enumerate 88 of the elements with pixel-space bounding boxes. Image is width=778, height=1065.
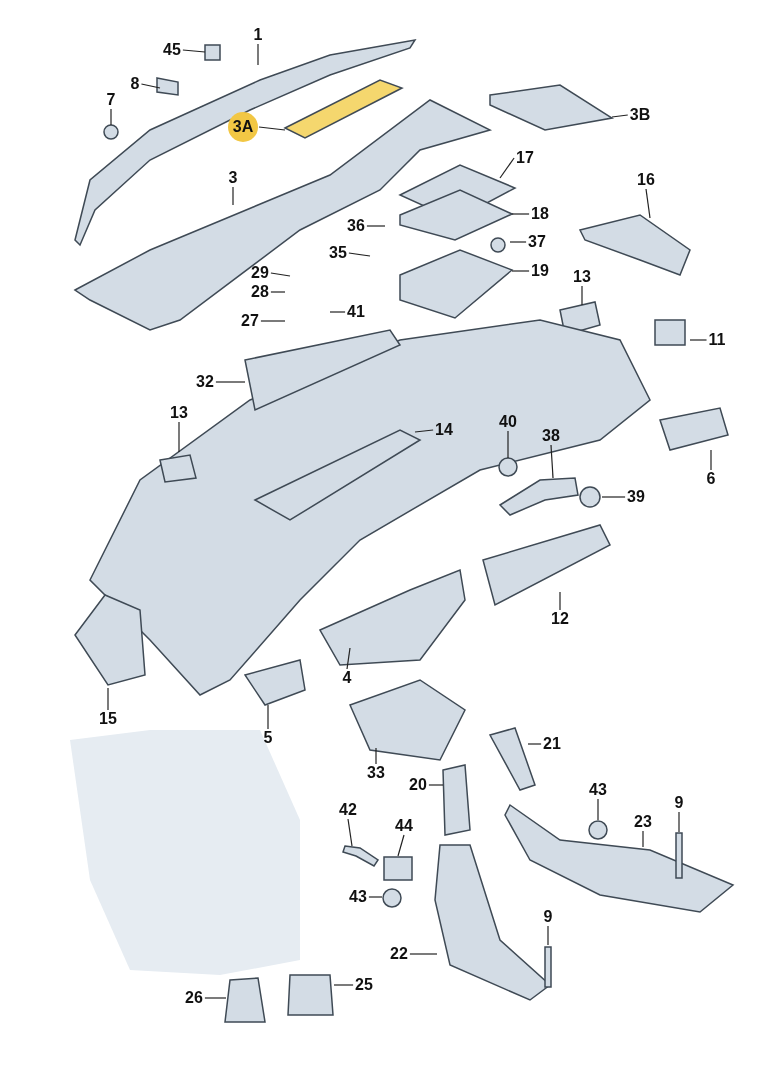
callout-number: 7 — [105, 91, 117, 109]
leader-line — [267, 704, 269, 730]
leader-line — [601, 496, 626, 498]
callout-number: 26 — [184, 989, 204, 1007]
leader-line — [509, 241, 527, 243]
leader-line — [409, 953, 438, 955]
callout-number: 18 — [530, 205, 550, 223]
leader-line — [428, 784, 444, 786]
callout-number: 43 — [588, 781, 608, 799]
callout-number: 35 — [328, 244, 348, 262]
leader-line — [611, 114, 629, 118]
leader-line — [642, 830, 644, 848]
leader-line — [329, 311, 346, 313]
leader-line — [333, 984, 354, 986]
callout-number: 42 — [338, 801, 358, 819]
callout-number: 39 — [626, 488, 646, 506]
callout-number: 20 — [408, 776, 428, 794]
leader-line — [270, 291, 286, 293]
callout-number: 29 — [250, 264, 270, 282]
callout-number: 13 — [572, 268, 592, 286]
callout-number: 3B — [628, 106, 652, 124]
callout-number: 1 — [252, 26, 264, 44]
leader-line — [347, 818, 353, 847]
leader-line — [597, 798, 599, 821]
callout-number: 23 — [633, 813, 653, 831]
callout-number: 14 — [434, 421, 454, 439]
leader-line — [547, 925, 549, 946]
callout-number: 45 — [162, 41, 182, 59]
callout-number: 15 — [98, 710, 118, 728]
callout-number: 16 — [636, 171, 656, 189]
callout-number: 22 — [389, 945, 409, 963]
leader-line — [348, 252, 371, 257]
leader-line — [182, 49, 206, 53]
callout-number: 3 — [227, 169, 239, 187]
leader-line — [232, 186, 234, 206]
callout-number: 8 — [129, 75, 141, 93]
leader-line — [550, 444, 554, 479]
callout-number: 13 — [169, 404, 189, 422]
leader-line — [215, 381, 246, 383]
leader-line — [107, 687, 109, 711]
leader-line — [140, 83, 161, 89]
leader-line — [368, 896, 383, 898]
callout-number: 19 — [530, 262, 550, 280]
leader-line — [346, 647, 351, 670]
callout-number: 33 — [366, 764, 386, 782]
leader-line — [645, 188, 651, 219]
leader-line — [507, 430, 509, 459]
leader-line — [260, 320, 286, 322]
callout-number: 5 — [262, 729, 274, 747]
callout-number: 17 — [515, 149, 535, 167]
callout-number: 25 — [354, 976, 374, 994]
leader-line — [511, 270, 530, 272]
callout-number: 38 — [541, 427, 561, 445]
leader-line — [110, 108, 112, 126]
callout-number: 36 — [346, 217, 366, 235]
leader-line — [678, 811, 680, 833]
callout-number: 21 — [542, 735, 562, 753]
callout-number: 43 — [348, 888, 368, 906]
leader-line — [375, 747, 377, 765]
callout-number: 9 — [542, 908, 554, 926]
callout-number: 12 — [550, 610, 570, 628]
leader-line — [689, 339, 708, 341]
leader-line — [499, 157, 515, 179]
leader-line — [178, 421, 180, 453]
leader-line — [581, 285, 583, 306]
leader-line — [397, 834, 405, 857]
leader-line — [204, 997, 227, 999]
callout-number: 3A — [228, 112, 258, 142]
callout-number: 9 — [673, 794, 685, 812]
callout-number: 40 — [498, 413, 518, 431]
leader-line — [527, 743, 542, 745]
callout-number: 44 — [394, 817, 414, 835]
callout-number: 4 — [341, 669, 353, 687]
callout-number: 28 — [250, 283, 270, 301]
leader-line — [366, 225, 386, 227]
callout-number: 27 — [240, 312, 260, 330]
leader-line — [414, 429, 434, 433]
leader-line — [710, 449, 712, 471]
callout-number: 11 — [707, 331, 727, 349]
callout-number: 6 — [705, 470, 717, 488]
leader-line — [559, 591, 561, 611]
callout-number: 37 — [527, 233, 547, 251]
callout-number: 41 — [346, 303, 366, 321]
leader-line — [258, 126, 286, 131]
leader-line — [270, 272, 291, 277]
callout-number: 32 — [195, 373, 215, 391]
leader-line — [257, 43, 259, 66]
leader-line — [511, 213, 530, 215]
